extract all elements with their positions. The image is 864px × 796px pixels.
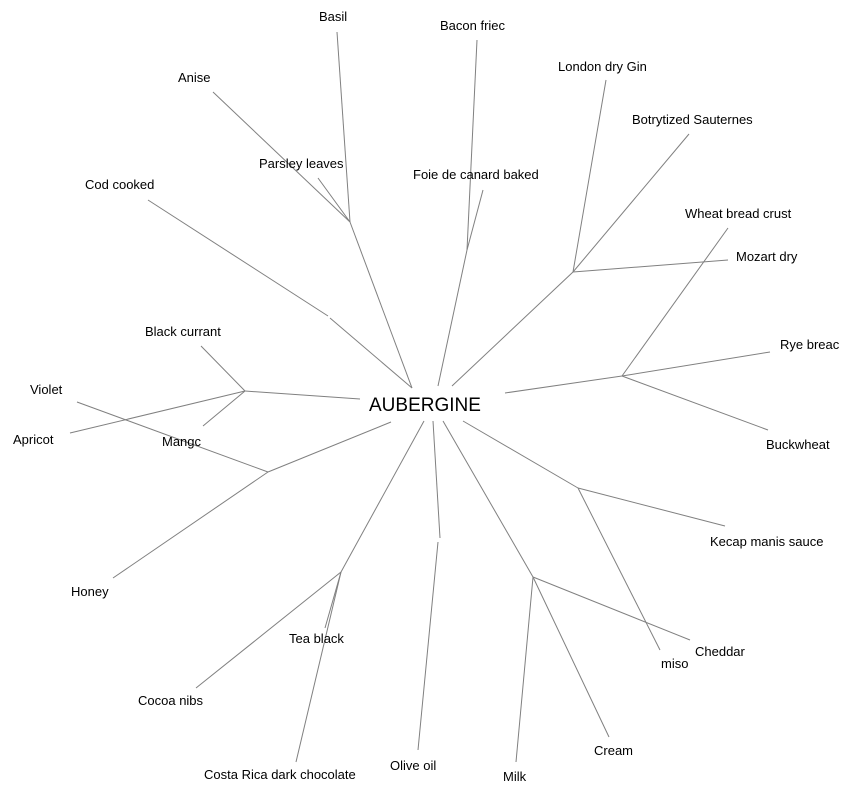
node-label-honey: Honey	[71, 584, 109, 599]
edge	[202, 390, 246, 427]
edges	[69, 31, 771, 763]
node-label-cocoa-nibs: Cocoa nibs	[138, 693, 204, 708]
edge	[212, 91, 351, 223]
edge	[451, 271, 574, 387]
node-label-buckwheat: Buckwheat	[766, 437, 830, 452]
node-label-violet: Violet	[30, 382, 63, 397]
edge	[462, 420, 579, 489]
node-label-bacon-fried: Bacon friec	[440, 18, 506, 33]
node-label-anise: Anise	[178, 70, 211, 85]
edge	[621, 375, 769, 431]
edge	[195, 571, 342, 689]
node-label-wheat-bread-crust: Wheat bread crust	[685, 206, 792, 221]
edge	[69, 390, 246, 434]
edge	[317, 177, 351, 223]
edge	[442, 420, 534, 578]
edge	[572, 79, 607, 273]
node-label-black-currant: Black currant	[145, 324, 221, 339]
node-label-costa-rica-chocolate: Costa Rica dark chocolate	[204, 767, 356, 782]
edge	[76, 401, 269, 473]
node-label-cream: Cream	[594, 743, 633, 758]
edge	[621, 351, 771, 377]
node-label-rye-bread: Rye breac	[780, 337, 840, 352]
edge	[577, 487, 726, 527]
edge	[466, 39, 478, 251]
edge	[577, 487, 661, 651]
edge	[336, 31, 351, 223]
edge	[532, 576, 610, 738]
edge	[532, 576, 691, 641]
edge	[572, 133, 690, 273]
edge	[515, 576, 534, 763]
node-label-tea-black: Tea black	[289, 631, 344, 646]
edge	[329, 317, 413, 389]
edge	[349, 221, 413, 389]
node-label-foie-de-canard: Foie de canard baked	[413, 167, 539, 182]
edge	[432, 420, 441, 539]
edge	[200, 345, 246, 392]
edge	[295, 571, 342, 763]
node-label-miso: miso	[661, 656, 688, 671]
node-label-basil: Basil	[319, 9, 347, 24]
node-label-olive-oil: Olive oil	[390, 758, 436, 773]
node-label-apricot: Apricot	[13, 432, 54, 447]
node-label-cheddar: Cheddar	[695, 644, 746, 659]
edge	[621, 227, 729, 377]
node-label-parsley-leaves: Parsley leaves	[259, 156, 344, 171]
edge	[267, 421, 392, 473]
node-label-milk: Milk	[503, 769, 527, 784]
root-node-label: AUBERGINE	[369, 395, 481, 416]
node-label-cod-cooked: Cod cooked	[85, 177, 154, 192]
edge	[466, 189, 484, 251]
edge	[112, 471, 269, 579]
node-label-london-dry-gin: London dry Gin	[558, 59, 647, 74]
edge	[340, 420, 425, 573]
node-label-kecap-manis: Kecap manis sauce	[710, 534, 823, 549]
edge	[572, 259, 729, 273]
node-label-botrytized-sauternes: Botrytized Sauternes	[632, 112, 753, 127]
node-label-mango: Mangc	[162, 434, 202, 449]
edge	[504, 375, 623, 394]
edge	[147, 199, 329, 317]
node-label-mozart-dry: Mozart dry	[736, 249, 798, 264]
edge	[417, 541, 439, 751]
edge	[244, 390, 361, 400]
edge	[437, 249, 468, 387]
